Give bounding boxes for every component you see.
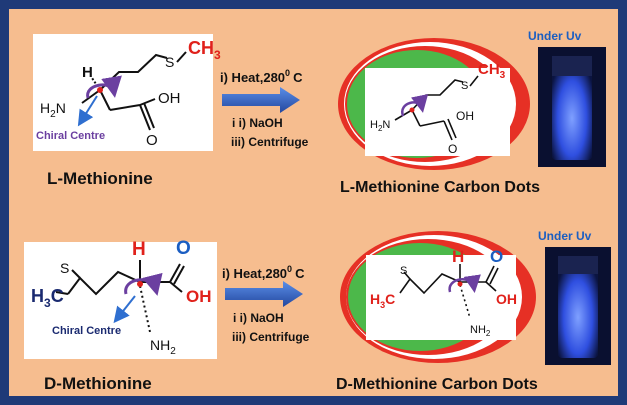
- l-methyl-label: CH3: [188, 38, 221, 62]
- l-centrifuge-step: iii) Centrifuge: [231, 135, 309, 149]
- d-process-arrow-icon: [225, 281, 303, 307]
- l-dot-sulfur: S: [461, 80, 468, 92]
- d-naoh-step: i i) NaOH: [233, 311, 284, 325]
- d-chiral-pointer-arrow: [113, 295, 136, 324]
- d-dot-hydrogen: H: [452, 247, 464, 266]
- d-carbon-dot-disk: S H3C H O OH NH2: [340, 231, 536, 363]
- d-uv-vial-icon: [545, 247, 611, 365]
- d-centrifuge-step: iii) Centrifuge: [232, 330, 310, 344]
- d-oxygen-label: O: [176, 238, 191, 259]
- d-dot-hydroxyl: OH: [496, 291, 517, 307]
- l-carbon-dots-title: L-Methionine Carbon Dots: [340, 179, 540, 196]
- d-dot-sulfur: S: [400, 265, 407, 277]
- l-chiral-pointer-arrow: [77, 95, 98, 127]
- d-dot-methyl: H3C: [370, 291, 395, 310]
- d-rotation-arrow-icon: [124, 272, 163, 296]
- d-hydrogen-label: H: [132, 239, 146, 260]
- l-naoh-step: i i) NaOH: [232, 116, 283, 130]
- l-dot-oxygen: O: [448, 142, 457, 156]
- l-dot-amine: H2N: [370, 119, 390, 133]
- d-chiral-centre-label: Chiral Centre: [52, 325, 121, 337]
- d-methionine-structure: S H3C H O OH NH2 Chiral Centre: [24, 238, 217, 359]
- d-carbon-dots-title: D-Methionine Carbon Dots: [336, 376, 538, 393]
- process-arrow-icon: [222, 87, 300, 113]
- l-hydrogen-label: H: [82, 64, 93, 81]
- rotation-arrow-icon: [86, 75, 122, 99]
- d-dot-oxygen: O: [490, 247, 503, 266]
- d-hydroxyl-label: OH: [186, 287, 212, 306]
- l-oxygen-label: O: [146, 132, 158, 149]
- d-dot-amine: NH2: [470, 324, 491, 338]
- d-amine-label: NH2: [150, 337, 176, 357]
- l-methionine-title: L-Methionine: [47, 169, 153, 188]
- l-dot-hydroxyl: OH: [456, 109, 474, 123]
- l-dot-rotation-arrow-icon: [401, 94, 429, 117]
- l-under-uv-label: Under Uv: [528, 29, 582, 43]
- d-under-uv-label: Under Uv: [538, 229, 592, 243]
- l-hydroxyl-label: OH: [158, 90, 181, 107]
- l-methionine-structure: S CH3 H H2N OH O Chiral Centre: [33, 34, 221, 151]
- l-sulfur-label: S: [165, 54, 174, 70]
- d-sulfur-label: S: [60, 260, 69, 276]
- l-carbon-dot-disk: S CH3 H2N OH O: [338, 38, 530, 170]
- l-chiral-centre-label: Chiral Centre: [36, 130, 105, 142]
- uv-vial-icon: [538, 47, 606, 167]
- l-dot-methyl: CH3: [478, 61, 506, 81]
- d-methyl-label: H3C: [31, 286, 64, 310]
- d-methionine-title: D-Methionine: [44, 374, 152, 393]
- d-dot-rotation-arrow-icon: [448, 274, 481, 293]
- l-amine-label: H2N: [40, 100, 66, 120]
